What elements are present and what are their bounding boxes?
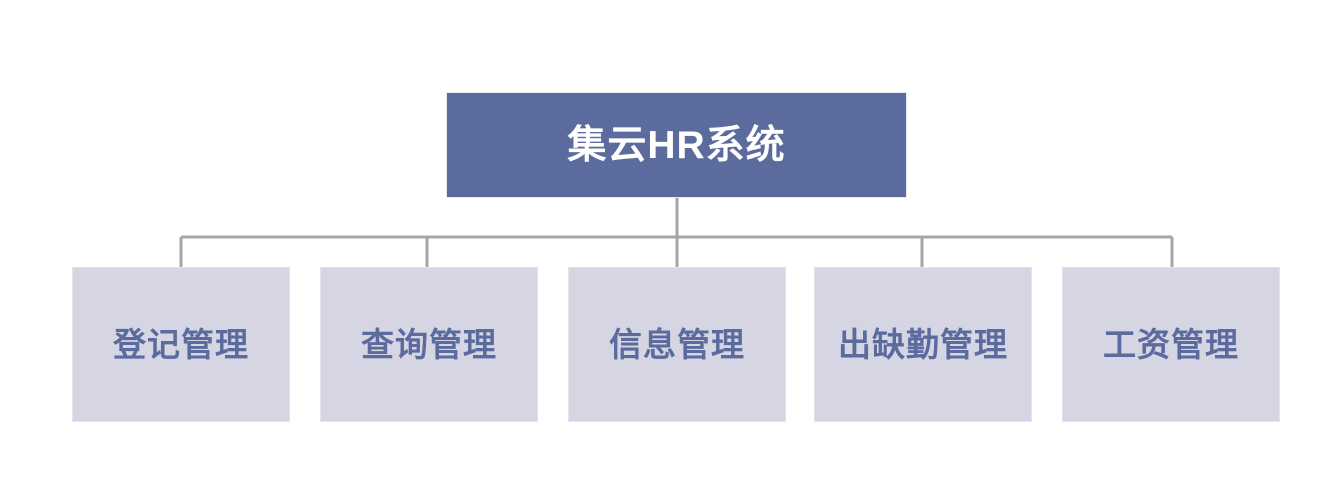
node-root-label: 集云HR系统 <box>567 123 786 167</box>
node-child-information[interactable]: 信息管理 <box>568 267 786 422</box>
node-child-label: 出缺勤管理 <box>838 326 1008 363</box>
node-child-attendance[interactable]: 出缺勤管理 <box>814 267 1032 422</box>
node-child-salary[interactable]: 工资管理 <box>1062 267 1280 422</box>
node-child-registration[interactable]: 登记管理 <box>72 267 290 422</box>
node-child-label: 登记管理 <box>113 326 249 363</box>
node-child-label: 信息管理 <box>609 326 745 363</box>
node-child-label: 查询管理 <box>361 326 497 363</box>
node-child-label: 工资管理 <box>1103 326 1239 363</box>
node-root-hr-system[interactable]: 集云HR系统 <box>446 92 907 198</box>
node-child-query[interactable]: 查询管理 <box>320 267 538 422</box>
